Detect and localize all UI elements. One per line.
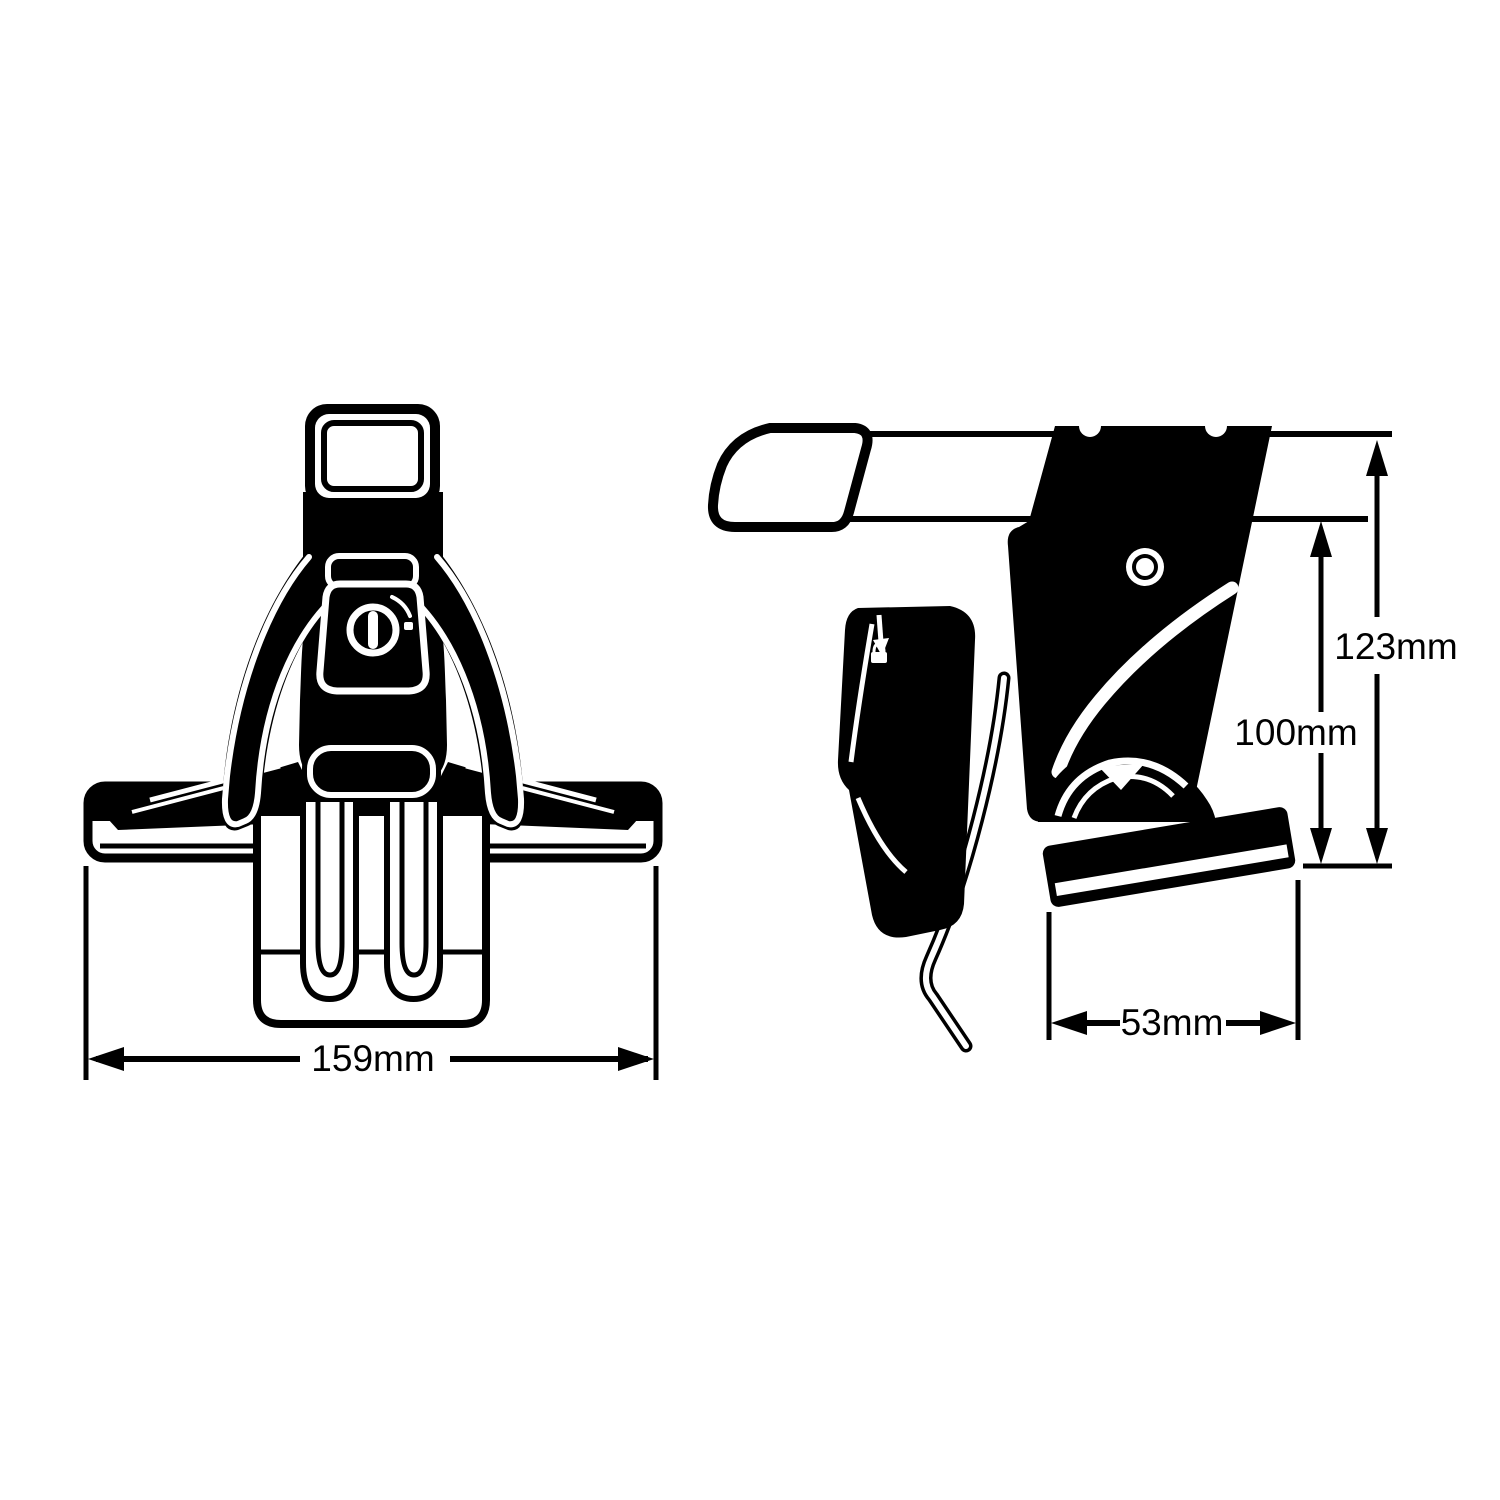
pivot-block xyxy=(302,740,441,802)
overall-height-dimension: 123mm xyxy=(1334,440,1458,864)
front-width-dimension: 159mm xyxy=(83,866,659,1080)
arrow-up-icon xyxy=(1366,440,1388,476)
foot-body-shape xyxy=(1007,426,1272,822)
arch-band-1 xyxy=(1054,757,1189,817)
right-leg-slot xyxy=(399,780,429,978)
left-arm-highlight xyxy=(221,554,342,828)
side-view: 123mm 100mm 53mm xyxy=(707,415,1458,1053)
arrow-left-icon xyxy=(88,1047,124,1071)
front-view: 159mm xyxy=(83,404,663,1080)
arrow-left-icon xyxy=(1051,1011,1087,1035)
arrow-down-dim-icon xyxy=(1310,828,1332,864)
padlock-body xyxy=(871,652,887,663)
keyhole-icon xyxy=(368,611,378,649)
crossbar-fill xyxy=(858,438,1068,516)
left-leg-slot xyxy=(315,780,345,978)
arrow-down-icon xyxy=(873,614,889,656)
body-highlight xyxy=(1051,581,1239,779)
arrow-shaft xyxy=(876,614,884,643)
overall-height-label: 123mm xyxy=(1334,626,1457,667)
bolt-hole-center xyxy=(1136,558,1154,576)
arrow-right-icon xyxy=(618,1047,654,1071)
lock-cover xyxy=(837,606,976,938)
arrow-down-dim-icon xyxy=(1366,828,1388,864)
top-notch-left xyxy=(1079,415,1101,437)
mini-lock-mark xyxy=(404,622,413,630)
bracket-plate-outline xyxy=(253,808,490,1028)
right-arm-highlight xyxy=(404,554,525,828)
lock-housing xyxy=(316,553,430,695)
cover-seam-2 xyxy=(855,797,908,874)
pivot-block-outer xyxy=(302,740,441,802)
clamp-head-window xyxy=(321,420,424,492)
foot-height-dimension: 100mm xyxy=(1234,521,1392,869)
padlock-icon xyxy=(871,642,887,663)
rubber-pad xyxy=(1042,807,1296,907)
arrow-head xyxy=(873,638,889,656)
foot-height-label: 100mm xyxy=(1234,712,1357,753)
bar-end-cap xyxy=(707,423,873,533)
pad-width-label: 53mm xyxy=(1121,1002,1224,1043)
clamp-head xyxy=(305,404,440,508)
lock-reflection xyxy=(390,595,412,618)
foot-body xyxy=(1007,415,1272,822)
top-notch-right xyxy=(1205,415,1227,437)
arch-notch xyxy=(1098,764,1144,790)
clamp-arch xyxy=(1038,749,1216,822)
bracket-plate xyxy=(253,808,490,1028)
pad-stripe xyxy=(1054,844,1289,897)
front-width-label: 159mm xyxy=(311,1038,434,1079)
lock-cover-shape xyxy=(837,606,976,938)
padlock-shackle xyxy=(872,642,886,653)
mounting-legs xyxy=(300,780,443,1003)
pad-width-dimension: 53mm xyxy=(1046,880,1301,1043)
pivot-block-ring xyxy=(307,745,436,798)
cover-seam-1 xyxy=(848,623,875,763)
arrow-right-icon xyxy=(1260,1011,1296,1035)
arrow-up-icon xyxy=(1310,521,1332,557)
